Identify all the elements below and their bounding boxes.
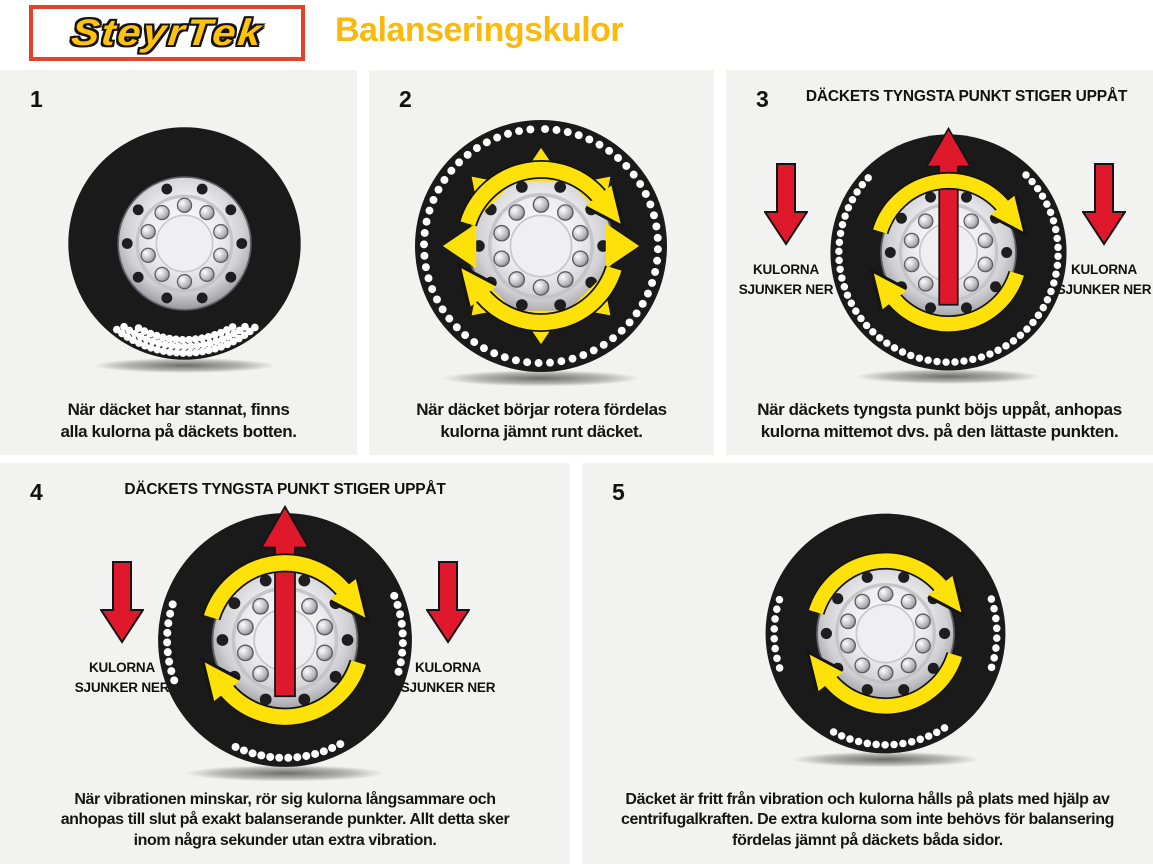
rotation-arrows-icon bbox=[200, 553, 370, 727]
red-up-arrow-icon bbox=[259, 504, 311, 698]
caption: Däcket är fritt från vibration och kulor… bbox=[621, 790, 1114, 850]
step-number: 2 bbox=[399, 86, 412, 112]
side-label-text: KULORNA SJUNKER NER bbox=[400, 660, 496, 696]
step-number: 1 bbox=[30, 86, 43, 112]
rotation-arrows-icon bbox=[869, 171, 1028, 333]
red-up-arrow-icon bbox=[925, 126, 972, 306]
red-down-arrow-icon bbox=[764, 163, 808, 246]
bead-dots-arc bbox=[835, 171, 1062, 366]
bead-dots-groups bbox=[770, 595, 1001, 749]
tire-illustration-balancing bbox=[149, 504, 421, 785]
right-sink-label: KULORNA SJUNKER NER bbox=[1052, 162, 1153, 301]
tire-illustration-rotating bbox=[406, 111, 676, 390]
step-number: 3 bbox=[756, 86, 769, 112]
bead-dots-ring bbox=[420, 125, 662, 367]
page-title: Balanseringskulor bbox=[335, 11, 624, 49]
side-label-text: KULORNA SJUNKER NER bbox=[738, 262, 834, 298]
bead-cluster-bottom bbox=[112, 322, 259, 357]
caption: När däcket har stannat, finns alla kulor… bbox=[60, 399, 297, 441]
header: SteyrTek Balanseringskulor bbox=[0, 0, 1153, 70]
step-number: 5 bbox=[612, 479, 625, 505]
panel-heading: DÄCKETS TYNGSTA PUNKT STIGER UPPÅT bbox=[805, 88, 1128, 105]
rotation-arrows-icon bbox=[805, 551, 966, 716]
panel-step-3: 3 DÄCKETS TYNGSTA PUNKT STIGER UPPÅT KUL… bbox=[726, 70, 1153, 455]
caption: När däcket börjar rotera fördelas kulorn… bbox=[416, 399, 667, 441]
red-down-arrow-icon bbox=[1082, 163, 1126, 246]
red-down-arrow-icon bbox=[426, 561, 470, 644]
panel-step-5: 5 Däcket är fritt från vibration och kul… bbox=[582, 463, 1153, 864]
left-sink-label: KULORNA SJUNKER NER bbox=[62, 560, 182, 699]
panel-step-1: 1 När däcket har stannat, finns alla kul… bbox=[0, 70, 357, 455]
side-label-text: KULORNA SJUNKER NER bbox=[1056, 262, 1152, 298]
side-label-text: KULORNA SJUNKER NER bbox=[74, 660, 170, 696]
steyrtek-logo: SteyrTek bbox=[27, 3, 307, 63]
bead-dots-groups bbox=[163, 591, 407, 762]
caption: När däckets tyngsta punkt böjs uppåt, an… bbox=[757, 399, 1122, 441]
caption: När vibrationen minskar, rör sig kulorna… bbox=[60, 790, 510, 850]
red-down-arrow-icon bbox=[100, 561, 144, 644]
left-sink-label: KULORNA SJUNKER NER bbox=[734, 162, 838, 301]
logo-text: SteyrTek bbox=[69, 12, 265, 53]
tire-illustration-balanced bbox=[757, 505, 1014, 771]
panel-heading: DÄCKETS TYNGSTA PUNKT STIGER UPPÅT bbox=[124, 481, 446, 498]
panel-step-2: 2 bbox=[369, 70, 714, 455]
right-sink-label: KULORNA SJUNKER NER bbox=[388, 560, 508, 699]
rotation-arrows-icon bbox=[456, 160, 626, 332]
panel-step-4: 4 DÄCKETS TYNGSTA PUNKT STIGER UPPÅT KUL… bbox=[0, 463, 570, 864]
tire-illustration-stopped bbox=[60, 119, 309, 376]
tire-illustration-heavy-point-up bbox=[822, 126, 1075, 387]
step-number: 4 bbox=[30, 479, 43, 505]
